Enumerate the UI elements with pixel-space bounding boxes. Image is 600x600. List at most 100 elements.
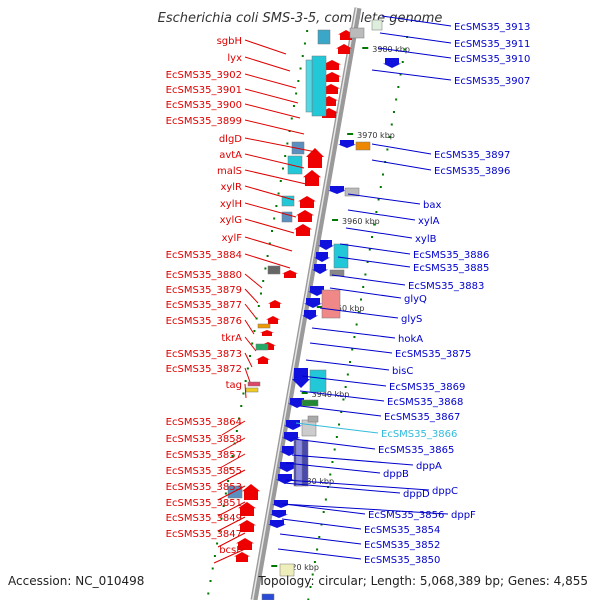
label-connector (213, 548, 246, 564)
minor-tick (379, 186, 382, 188)
rna-box (321, 289, 341, 319)
minor-tick (286, 142, 289, 145)
label-connector (244, 119, 305, 135)
label-connector (244, 383, 247, 399)
left-gene-label: malS (217, 166, 242, 177)
cds-box (311, 55, 327, 117)
minor-tick (377, 198, 380, 201)
right-gene-label: EcSMS35_3868 (387, 397, 463, 408)
right-gene-label: EcSMS35_3885 (413, 263, 489, 274)
left-gene-label: xylF (222, 233, 243, 244)
left-gene-label: EcSMS35_3855 (166, 466, 242, 477)
label-connector (281, 518, 362, 530)
cds-box (281, 211, 293, 223)
label-connector (381, 15, 452, 27)
forward-gene-arrow (298, 196, 316, 208)
reverse-gene-arrow (302, 310, 318, 320)
minor-tick (231, 455, 234, 457)
minor-tick (344, 386, 347, 388)
cds-box (349, 27, 365, 39)
label-connector (299, 405, 382, 417)
minor-tick (403, 48, 406, 51)
minor-tick (397, 86, 400, 88)
left-gene-label: EcSMS35_3900 (166, 100, 242, 111)
label-connectors (213, 15, 452, 564)
minor-tick (351, 348, 354, 351)
label-connector (285, 479, 430, 491)
label-connector (244, 253, 291, 269)
minor-tick (246, 367, 249, 370)
label-connector (345, 227, 413, 239)
label-connector (283, 482, 401, 494)
minor-tick (255, 317, 258, 320)
minor-tick (268, 242, 271, 245)
minor-tick (292, 105, 295, 107)
label-connector (244, 169, 307, 185)
label-connector (371, 143, 432, 155)
reverse-gene-arrow (268, 520, 286, 528)
minor-tick (333, 448, 336, 451)
forward-gene-arrow (266, 316, 280, 324)
left-gene-label: EcSMS35_3858 (166, 434, 242, 445)
minor-tick (251, 342, 254, 345)
minor-tick (290, 117, 293, 120)
label-connector (371, 159, 432, 171)
cds-box (309, 369, 327, 393)
left-gene-label: EcSMS35_3872 (166, 364, 242, 375)
scale-tick-label: 3960 kbp (342, 217, 380, 226)
left-gene-label: lyx (227, 53, 242, 64)
forward-gene-arrow (256, 356, 270, 364)
label-connector (217, 485, 246, 501)
right-gene-labels: EcSMS35_3913EcSMS35_3911EcSMS35_3910EcSM… (364, 22, 530, 566)
right-gene-label: EcSMS35_3913 (454, 22, 530, 33)
minor-tick (273, 217, 276, 220)
left-gene-label: EcSMS35_3877 (166, 300, 242, 311)
left-gene-label: EcSMS35_3880 (166, 270, 242, 281)
minor-tick (222, 505, 225, 507)
label-connector (244, 367, 251, 383)
label-connector (301, 375, 387, 387)
label-connector (319, 307, 399, 319)
right-gene-label: bax (423, 200, 441, 211)
right-gene-label: EcSMS35_3869 (389, 382, 465, 393)
minor-tick (311, 573, 314, 576)
cds-box (245, 387, 259, 393)
label-connector (371, 69, 452, 81)
minor-tick (216, 542, 219, 545)
minor-tick (244, 380, 247, 382)
minor-tick (207, 592, 210, 595)
minor-tick (301, 55, 304, 57)
minor-tick (386, 148, 389, 151)
reverse-gene-arrow (338, 140, 356, 148)
label-connector (244, 218, 295, 234)
minor-tick (249, 355, 252, 357)
label-connector (244, 103, 301, 119)
label-connector (311, 327, 396, 339)
reverse-gene-arrow (284, 420, 302, 430)
reverse-gene-arrow (276, 474, 294, 484)
scale-tick-label: 3920 kbp (281, 563, 319, 572)
left-gene-label: avtA (219, 150, 242, 161)
minor-tick (373, 223, 376, 226)
cds-box (247, 381, 261, 387)
minor-tick (388, 136, 391, 138)
minor-tick (316, 548, 319, 551)
minor-tick (229, 467, 232, 470)
left-gene-label: EcSMS35_3849 (166, 513, 242, 524)
cds-box (333, 243, 349, 269)
minor-tick (279, 180, 282, 182)
label-connector (305, 359, 390, 371)
right-gene-label: EcSMS35_3886 (413, 250, 489, 261)
label-connector (277, 548, 362, 560)
right-gene-label: glyS (401, 314, 422, 325)
minor-tick (306, 30, 309, 32)
label-connector (244, 273, 263, 289)
minor-tick (227, 480, 230, 482)
minor-tick (392, 111, 395, 113)
cds-box (257, 323, 271, 329)
right-gene-label: EcSMS35_3910 (454, 54, 530, 65)
label-connector (244, 73, 297, 89)
reverse-gene-arrow (383, 58, 401, 68)
forward-gene-arrow (296, 210, 314, 222)
